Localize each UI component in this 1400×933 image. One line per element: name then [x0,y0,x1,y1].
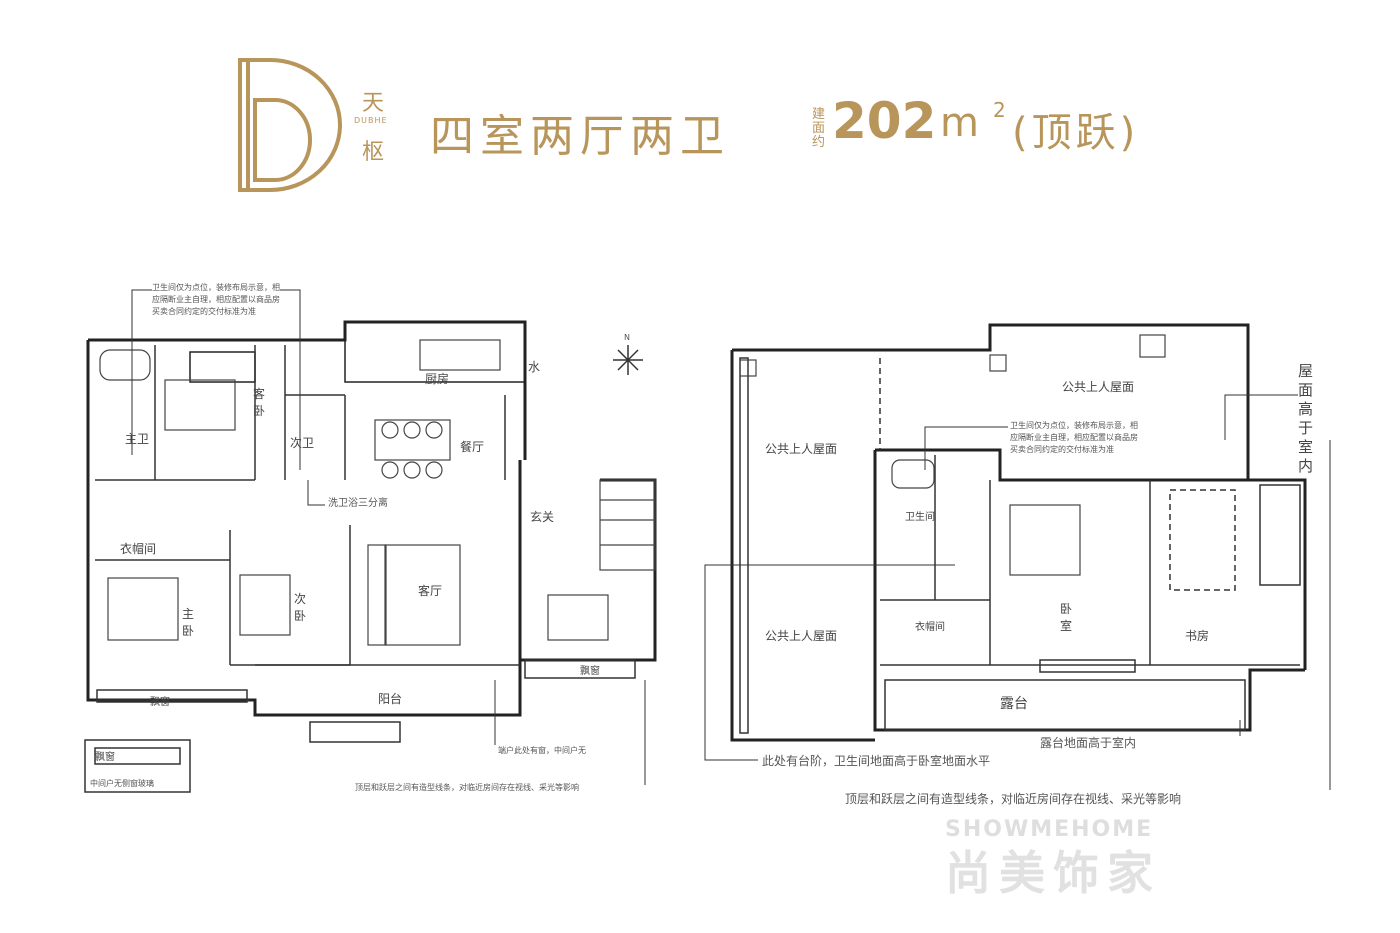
room-bedroom: 卧室 [1060,602,1073,633]
right-bathroom-note: 卫生间仅为点位，装修布局示意，相应隔断业主自理，相应配置以商品房买卖合同约定的交… [1010,421,1138,454]
left-leader-lines [131,289,646,785]
area-unit-sup: 2 [993,98,1006,122]
right-plan-partitions [739,357,1301,734]
brand-name-bottom: 枢 [362,140,385,165]
page-title: 四室两厅两卫 [430,111,730,162]
bed [1009,504,1081,576]
compass-north-label: N [624,333,630,342]
area-prefix: 建面约 [812,107,826,150]
right-bottom-note: 顶层和跃层之间有造型线条，对临近房间存在视线、采光等影响 [845,792,1182,806]
logo-d-mark [238,58,342,192]
room-foyer: 玄关 [530,510,555,524]
area-unit: m [940,100,979,146]
piano [547,594,609,641]
stairs [599,479,656,571]
room-bay-window-1: 飘窗 [150,697,170,708]
dining-table [374,419,451,461]
room-water: 水 [528,360,541,374]
room-master-bedroom: 主卧 [182,607,195,638]
room-second-bedroom: 次卧 [294,592,307,623]
room-terrace: 露台 [1000,696,1028,712]
roof-label-1: 公共上人屋面 [1062,380,1135,394]
room-guest-bedroom: 客卧 [253,387,266,418]
kitchen-counter [419,339,501,371]
page-subtitle: (顶跃) [1012,110,1140,156]
right-plan-furniture [739,334,1166,576]
master-bed [107,577,179,641]
room-master-bath: 主卫 [125,432,150,446]
left-bathroom-note: 卫生间仅为点位，装修布局示意，相应隔断业主自理，相应配置以商品房买卖合同约定的交… [152,283,280,316]
room-second-bath: 次卫 [290,436,315,450]
room-study: 书房 [1185,629,1210,643]
living-rug [384,544,461,646]
left-plan-walls [86,320,657,717]
left-plan-furniture [99,339,656,646]
room-bay-window-3: 飘窗 [95,752,115,763]
room-kitchen: 厨房 [425,372,450,386]
separation-note: 洗卫浴三分离 [328,498,388,509]
right-leader-lines [704,394,1331,790]
room-living: 客厅 [418,584,443,598]
step-note: 此处有台阶，卫生间地面高于卧室地面水平 [762,754,991,768]
inset-label: 中间户无侧窗玻璃 [90,779,154,788]
room-cloakroom-upper: 衣帽间 [915,622,945,633]
bathtub [99,349,151,381]
roof-label-3: 公共上人屋面 [765,629,838,643]
room-balcony: 阳台 [378,692,403,706]
skylight [1139,334,1166,358]
room-bathroom: 卫生间 [905,512,935,523]
roof-higher-label: 屋面高于室内 [1298,362,1314,475]
sofa [367,544,387,646]
room-bay-window-2: 飘窗 [580,666,600,677]
brand-name-top: 天 [362,91,385,116]
watermark-cn: 尚美饰家 [945,846,1161,900]
terrace-note: 露台地面高于室内 [1040,736,1137,750]
watermark-en: SHOWMEHOME [945,817,1154,842]
area-value: 202 [832,92,937,150]
bathtub [891,459,935,489]
roof-label-2: 公共上人屋面 [765,442,838,456]
room-cloakroom: 衣帽间 [120,542,157,556]
right-plan-walls [730,323,1307,742]
compass-icon [613,345,643,375]
left-bottom-note: 顶层和跃层之间有造型线条，对临近房间存在视线、采光等影响 [355,783,579,792]
second-bed [239,574,291,636]
end-unit-note: 端户此处有窗，中间户无 [498,746,586,755]
room-dining: 餐厅 [460,440,485,454]
left-plan-partitions [84,345,636,793]
guest-bed [164,379,236,431]
brand-name-en: DUBHE [354,116,388,125]
